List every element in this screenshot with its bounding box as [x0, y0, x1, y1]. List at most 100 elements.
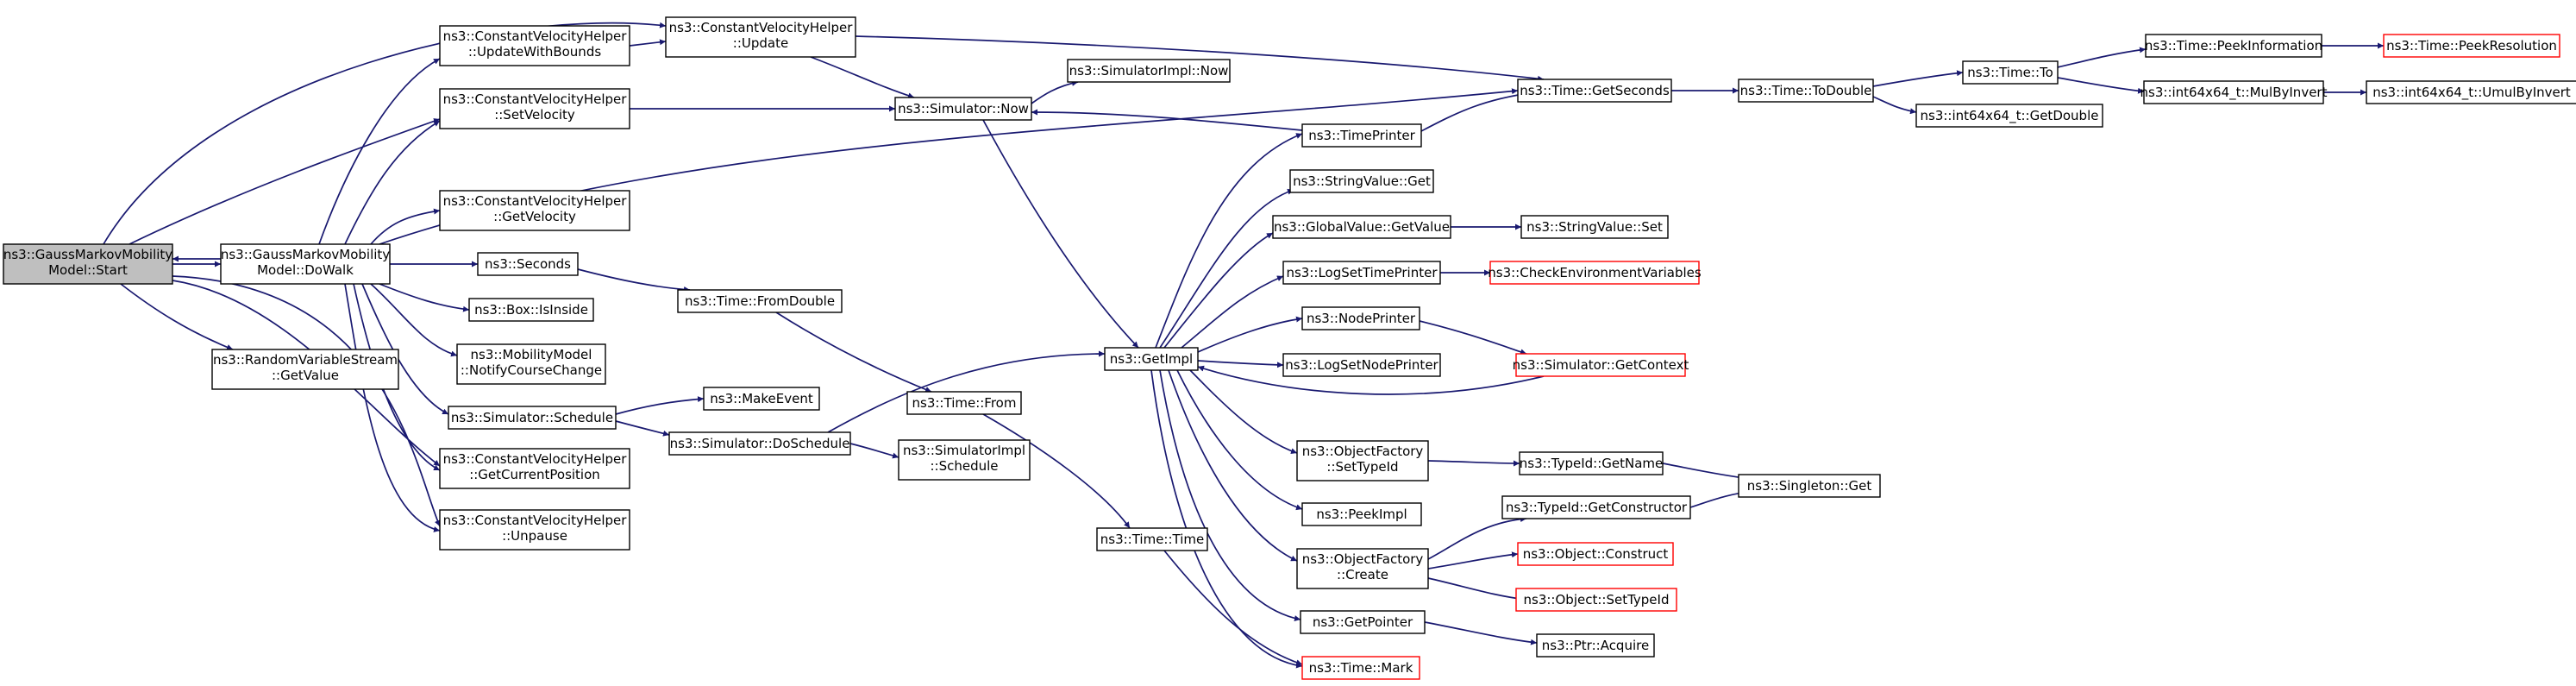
function-node-n40[interactable]: ns3::Object::SetTypeId	[1515, 588, 1677, 612]
node-box	[2145, 34, 2322, 58]
function-node-n44[interactable]: ns3::Time::To	[1962, 60, 2059, 85]
call-edge-n14-n21	[982, 119, 1139, 349]
call-edge-n28-n37	[1427, 460, 1520, 467]
call-edge-n21-n22	[1155, 133, 1303, 349]
function-node-n19[interactable]: ns3::SimulatorImpl::Schedule	[898, 439, 1031, 481]
function-node-n47[interactable]: ns3::int64x64_t::MulByInvert	[2140, 80, 2328, 104]
call-edge-n0-n3	[128, 118, 441, 245]
function-node-n12[interactable]: ns3::ConstantVelocityHelper::Unpause	[439, 509, 630, 551]
node-label: ns3::Ptr::Acquire	[1542, 638, 1649, 653]
node-label: ns3::GetImpl	[1110, 351, 1193, 367]
node-label: ::GetValue	[272, 368, 339, 383]
function-node-n7[interactable]: ns3::Seconds	[477, 252, 579, 276]
node-box	[1296, 440, 1429, 481]
call-edge-n43-n45	[1872, 96, 1917, 115]
node-box	[468, 298, 594, 322]
node-label: ns3::Time::PeekResolution	[2386, 38, 2557, 53]
function-node-n11[interactable]: ns3::ConstantVelocityHelper::GetCurrentP…	[439, 448, 630, 489]
node-label: ns3::LogSetTimePrinter	[1286, 265, 1438, 280]
node-box	[439, 25, 630, 66]
function-node-n34[interactable]: ns3::StringValue::Set	[1520, 215, 1669, 239]
function-node-n5[interactable]: ns3::RandomVariableStream::GetValue	[211, 349, 399, 390]
call-edge-n30-n40	[1427, 577, 1527, 602]
function-node-n9[interactable]: ns3::MobilityModel::NotifyCourseChange	[456, 343, 606, 385]
function-node-n1[interactable]: ns3::ConstantVelocityHelper::Update	[665, 16, 856, 58]
node-label: ns3::MobilityModel	[471, 347, 592, 362]
node-label: ns3::TypeId::GetConstructor	[1506, 500, 1688, 515]
node-label: ns3::GaussMarkovMobility	[221, 247, 390, 262]
function-node-n23[interactable]: ns3::StringValue::Get	[1289, 169, 1434, 193]
node-box	[665, 16, 856, 58]
node-label: ns3::TimePrinter	[1308, 128, 1415, 143]
node-box	[1520, 215, 1669, 239]
function-node-n43[interactable]: ns3::Time::ToDouble	[1738, 79, 1874, 103]
function-node-n8[interactable]: ns3::Box::IsInside	[468, 298, 594, 322]
call-edge-n10-n17	[615, 420, 670, 437]
node-box	[1300, 610, 1426, 634]
function-node-n35[interactable]: ns3::CheckEnvironmentVariables	[1488, 261, 1702, 285]
function-node-n39[interactable]: ns3::Object::Construct	[1517, 542, 1674, 566]
function-node-n10[interactable]: ns3::Simulator::Schedule	[448, 406, 617, 430]
node-label: ns3::Simulator::GetContext	[1513, 357, 1689, 373]
function-node-n37[interactable]: ns3::TypeId::GetName	[1519, 451, 1664, 475]
function-node-n14[interactable]: ns3::Simulator::Now	[894, 97, 1032, 121]
function-node-n13[interactable]: ns3::SimulatorImpl::Now	[1067, 59, 1231, 83]
function-node-n3[interactable]: ns3::ConstantVelocityHelper::SetVelocity	[439, 88, 630, 129]
node-box	[677, 289, 843, 313]
function-node-n2[interactable]: ns3::ConstantVelocityHelper::UpdateWithB…	[439, 25, 630, 66]
node-box	[439, 88, 630, 129]
call-edge-n4-n10	[361, 283, 449, 415]
node-label: ns3::Simulator::DoSchedule	[670, 436, 850, 451]
node-box	[668, 431, 851, 456]
node-box	[1282, 261, 1441, 285]
node-label: ns3::int64x64_t::UmulByInvert	[2372, 85, 2571, 101]
call-edge-n17-n19	[849, 443, 899, 459]
function-node-n24[interactable]: ns3::GlobalValue::GetValue	[1272, 215, 1451, 239]
function-node-n15[interactable]: ns3::Time::FromDouble	[677, 289, 843, 313]
node-label: ns3::ObjectFactory	[1302, 551, 1424, 567]
function-node-n45[interactable]: ns3::int64x64_t::GetDouble	[1915, 104, 2103, 128]
function-node-n33[interactable]: ns3::Time::GetSeconds	[1517, 79, 1672, 103]
node-box	[456, 343, 606, 385]
node-label: ns3::StringValue::Get	[1293, 173, 1431, 189]
node-label: ns3::ConstantVelocityHelper	[443, 193, 628, 209]
function-node-n36[interactable]: ns3::Simulator::GetContext	[1513, 353, 1689, 377]
node-label: ns3::ConstantVelocityHelper	[443, 28, 628, 44]
function-node-n20[interactable]: ns3::Time::Time	[1096, 527, 1208, 551]
function-node-n31[interactable]: ns3::GetPointer	[1300, 610, 1426, 634]
function-node-n6[interactable]: ns3::ConstantVelocityHelper::GetVelocity	[439, 190, 630, 231]
function-node-n26[interactable]: ns3::NodePrinter	[1301, 306, 1420, 330]
function-node-n18[interactable]: ns3::Time::From	[906, 391, 1022, 415]
node-label: ns3::ConstantVelocityHelper	[669, 20, 854, 35]
function-node-n27[interactable]: ns3::LogSetNodePrinter	[1282, 353, 1441, 377]
function-node-n49[interactable]: ns3::int64x64_t::UmulByInvert	[2366, 80, 2576, 104]
function-node-n16[interactable]: ns3::MakeEvent	[703, 387, 820, 411]
call-edge-n10-n16	[615, 396, 705, 415]
function-node-n41[interactable]: ns3::Ptr::Acquire	[1536, 633, 1655, 658]
node-box	[2143, 80, 2324, 104]
node-box	[2383, 34, 2560, 58]
node-label: ::Create	[1337, 567, 1388, 582]
function-node-n25[interactable]: ns3::LogSetTimePrinter	[1282, 261, 1441, 285]
function-node-n30[interactable]: ns3::ObjectFactory::Create	[1296, 548, 1429, 589]
function-node-n21[interactable]: ns3::GetImpl	[1104, 347, 1199, 371]
function-node-n32[interactable]: ns3::Time::Mark	[1301, 656, 1420, 680]
function-node-n48[interactable]: ns3::Time::PeekResolution	[2383, 34, 2560, 58]
function-node-n28[interactable]: ns3::ObjectFactory::SetTypeId	[1296, 440, 1429, 481]
function-node-n22[interactable]: ns3::TimePrinter	[1301, 123, 1422, 148]
function-node-n29[interactable]: ns3::PeekImpl	[1301, 502, 1422, 526]
call-edge-n30-n38	[1427, 516, 1527, 560]
node-box	[448, 406, 617, 430]
node-label: ns3::Time::To	[1967, 65, 2053, 80]
call-edge-n44-n47	[2057, 77, 2145, 94]
node-box	[1515, 353, 1686, 377]
function-node-n38[interactable]: ns3::TypeId::GetConstructor	[1501, 495, 1691, 519]
function-node-n46[interactable]: ns3::Time::PeekInformation	[2145, 34, 2322, 58]
node-box	[1067, 59, 1231, 83]
node-label: ns3::Simulator::Now	[898, 101, 1029, 116]
call-edge-n21-n24	[1163, 232, 1274, 349]
function-node-n17[interactable]: ns3::Simulator::DoSchedule	[668, 431, 851, 456]
function-node-n42[interactable]: ns3::Singleton::Get	[1738, 474, 1881, 498]
